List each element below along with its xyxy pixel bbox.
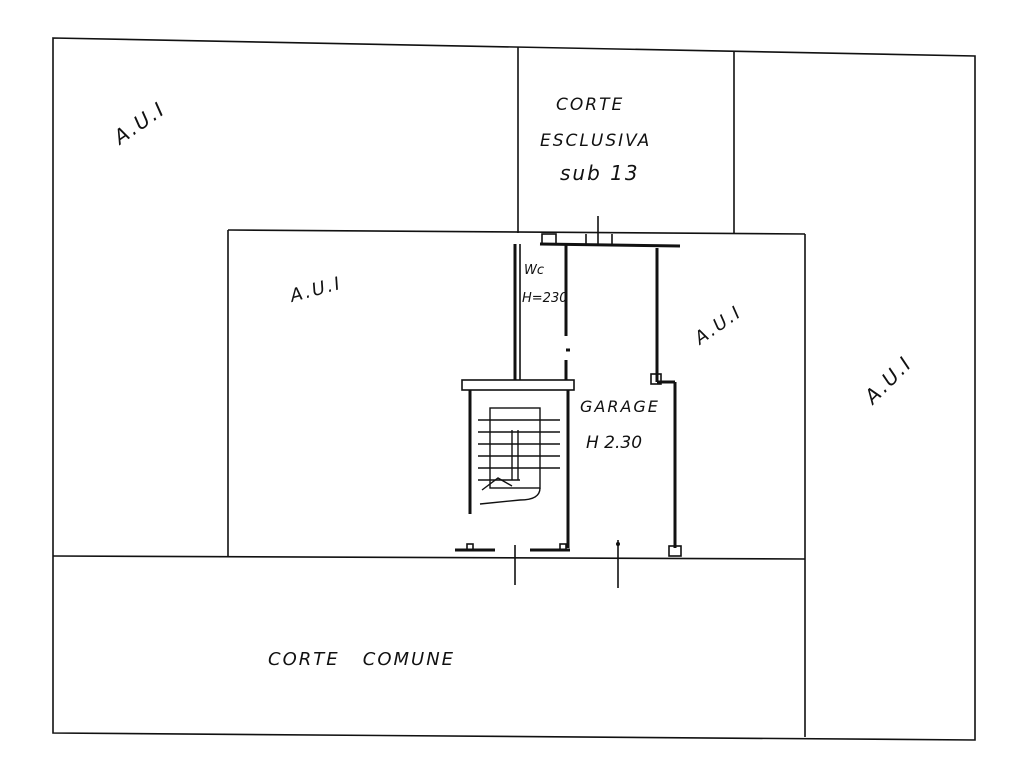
garage-walls	[513, 216, 682, 557]
label-aui-right: A.U.I	[858, 351, 917, 410]
label-aui-top-left: A.U.I	[107, 97, 169, 151]
outer-boundary	[52, 37, 976, 741]
label-garage: GARAGE	[580, 397, 660, 416]
label-aui-inner-left: A.U.I	[287, 273, 344, 307]
label-corte-line3: sub 13	[560, 161, 640, 185]
label-corte-line2: ESCLUSIVA	[540, 131, 651, 151]
label-aui-inner-right: A.U.I	[690, 302, 746, 350]
label-corte-line1: CORTE	[556, 95, 624, 115]
label-corte-comune: CORTE COMUNE	[268, 649, 455, 670]
label-garage-height: H 2.30	[586, 433, 642, 453]
corte-esclusiva-area	[517, 47, 735, 233]
label-wc-height: H=230	[522, 291, 567, 306]
corte-comune-area	[52, 555, 806, 560]
staircase	[461, 379, 575, 548]
bottom-openings	[455, 540, 620, 588]
label-wc: Wc	[524, 263, 544, 278]
building-outline	[227, 229, 806, 737]
